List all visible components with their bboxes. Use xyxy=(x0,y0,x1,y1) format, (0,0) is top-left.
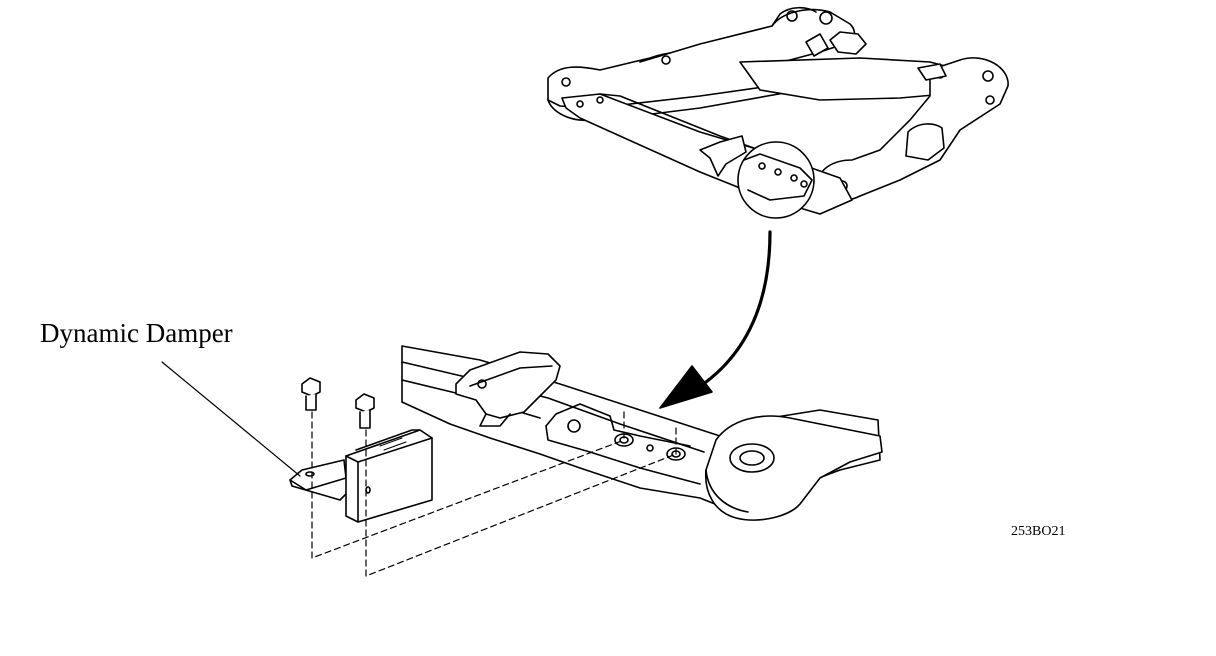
subframe-detail xyxy=(401,345,883,521)
figure-code: 253BO21 xyxy=(1011,524,1066,539)
callout-leader-line xyxy=(161,361,301,477)
alignment-lines xyxy=(311,411,677,577)
arrow-icon xyxy=(659,230,772,409)
bolt-right xyxy=(355,393,375,429)
dynamic-damper xyxy=(289,429,433,523)
subframe-overview xyxy=(547,6,1009,219)
bolt-left xyxy=(301,377,321,411)
dynamic-damper-label: Dynamic Damper xyxy=(40,318,233,348)
